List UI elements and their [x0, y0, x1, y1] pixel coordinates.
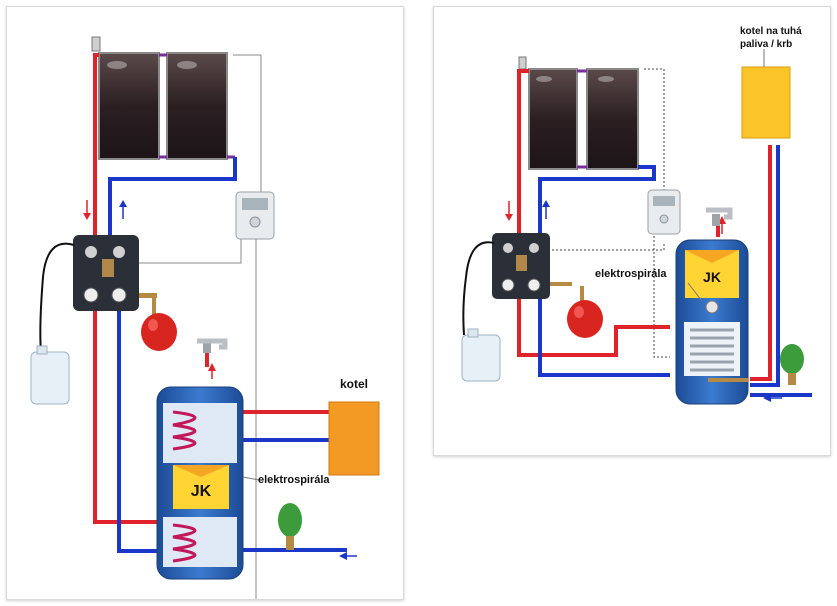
- fill-hose: [39, 242, 75, 353]
- flow-arrow-icon: [83, 200, 357, 560]
- expansion-vessel-green-icon: [780, 344, 804, 385]
- pump-station-icon: [492, 233, 572, 299]
- tank-logo: JK: [191, 483, 212, 500]
- right-diagram-svg: JK elektrospirála kotel na tuhá paliva /…: [461, 26, 812, 405]
- controller-icon: [647, 189, 681, 235]
- expansion-vessel-icon: [567, 286, 603, 338]
- right-diagram-panel: JK elektrospirála kotel na tuhá paliva /…: [433, 6, 831, 456]
- canister-icon: [461, 328, 501, 382]
- control-wires: [548, 68, 670, 358]
- cold-pipes: [538, 145, 812, 397]
- boiler-label: kotel: [340, 377, 368, 391]
- storage-tank-icon: [675, 239, 749, 405]
- left-diagram-svg: JK elektrospirála kotel: [30, 36, 380, 599]
- faucet-icon: [197, 338, 228, 353]
- pump-station-icon: [73, 235, 157, 311]
- controller-icon: [235, 191, 275, 240]
- air-vent-icon: [518, 56, 527, 70]
- solar-panel-icon: [98, 52, 235, 160]
- fill-hose: [462, 241, 495, 336]
- air-vent-icon: [91, 36, 101, 52]
- tank-logo: JK: [703, 269, 721, 285]
- storage-tank-icon: [156, 386, 244, 580]
- heater-leader-line: [242, 476, 260, 481]
- solar-panel-icon: [528, 68, 639, 170]
- boiler-label-line1: kotel na tuhá: [740, 26, 802, 37]
- solid-fuel-boiler-box: [741, 66, 791, 139]
- heater-label: elektrospirála: [595, 268, 667, 280]
- expansion-vessel-green-icon: [278, 503, 302, 550]
- hot-pipes: [517, 69, 772, 381]
- boiler-box: [328, 401, 380, 476]
- left-diagram-panel: JK elektrospirála kotel: [6, 6, 404, 600]
- boiler-label-line2: paliva / krb: [740, 39, 792, 50]
- heater-label: elektrospirála: [258, 474, 330, 486]
- heater-leader-line: [687, 282, 703, 302]
- faucet-icon: [706, 207, 733, 226]
- expansion-vessel-icon: [141, 298, 177, 351]
- canister-icon: [30, 345, 70, 405]
